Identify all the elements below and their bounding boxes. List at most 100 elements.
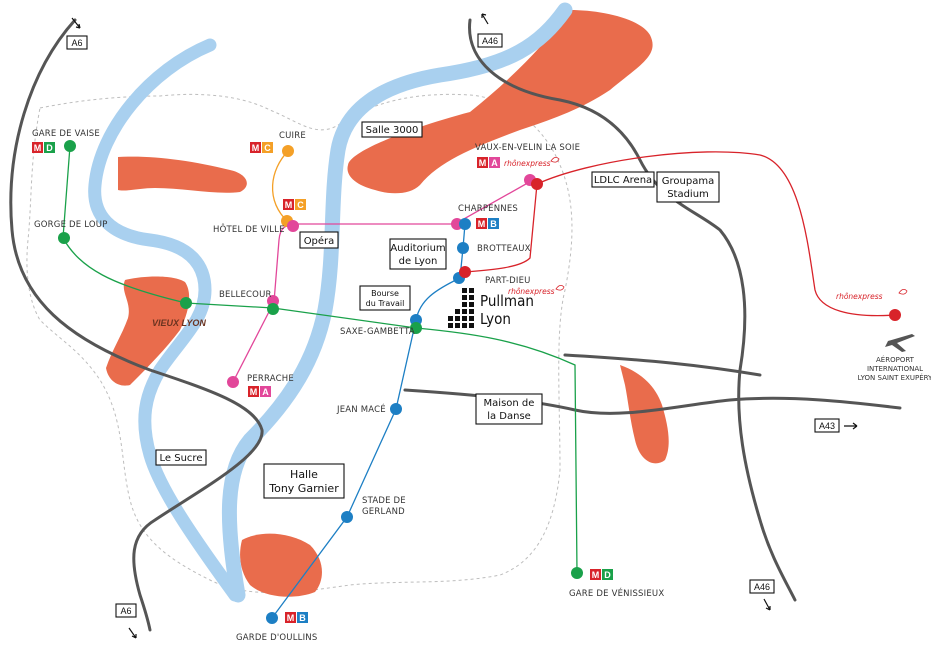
arrow-icon: [481, 13, 489, 25]
arrow-icon: [844, 422, 858, 430]
venue-salle-3000: Salle 3000: [361, 121, 423, 138]
label-gare-de-venissieux: GARE DE VÉNISSIEUX: [569, 587, 664, 599]
badge-md-venissieux: M D: [590, 569, 613, 580]
dot-cuire: [282, 145, 294, 157]
dot-saxe-gambetta-d: [410, 322, 422, 334]
svg-text:C: C: [264, 143, 271, 153]
svg-text:M: M: [285, 200, 293, 210]
metro-badges: M D M C M C M A M A M B M D: [32, 142, 613, 623]
pullman-lyon: Pullman Lyon: [448, 288, 534, 328]
svg-text:A43: A43: [819, 421, 835, 431]
svg-text:M: M: [478, 219, 486, 229]
badge-ma-perrache: M A: [248, 386, 271, 397]
label-jean-mace: JEAN MACÉ: [336, 403, 386, 415]
arrow-icon: [763, 598, 771, 611]
badge-ma-vaux: M A: [477, 157, 500, 168]
dot-charpennes-b: [459, 218, 471, 230]
badge-mb-charpennes: M B: [476, 218, 499, 229]
svg-text:A46: A46: [482, 36, 498, 46]
airport-line-2: INTERNATIONAL: [867, 365, 923, 373]
highway-a6-north: A6: [66, 17, 88, 50]
arrow-icon: [128, 627, 137, 639]
pullman-line-2: Lyon: [480, 310, 511, 328]
svg-text:C: C: [297, 200, 304, 210]
road-a43-spur: [563, 353, 762, 377]
rhonexpress-label-vaux: rhônexpress: [504, 159, 551, 168]
svg-text:A: A: [262, 387, 269, 397]
svg-text:M: M: [250, 387, 258, 397]
svg-text:M: M: [252, 143, 260, 153]
svg-text:Opéra: Opéra: [304, 235, 335, 247]
svg-text:A6: A6: [120, 606, 131, 616]
dot-stade-de-gerland: [341, 511, 353, 523]
dot-airport: [889, 309, 901, 321]
label-stade-de-gerland-2: GERLAND: [362, 507, 405, 517]
area-croix-rousse: [118, 156, 247, 193]
airport-line-3: LYON SAINT EXUPÉRY: [858, 373, 931, 382]
venue-le-sucre: Le Sucre: [155, 449, 207, 466]
highway-markers: A6 A46 A43 A46 A6: [66, 13, 858, 639]
svg-text:LDLC Arena: LDLC Arena: [594, 175, 652, 186]
dot-gare-d-oullins: [266, 612, 278, 624]
badge-mc-cuire: M C: [250, 142, 273, 153]
svg-text:M: M: [592, 570, 600, 580]
dot-vaux-en-velin-rx: [531, 178, 543, 190]
rhonexpress-icon-vaux: [550, 157, 560, 163]
svg-text:Maison de: Maison de: [484, 398, 535, 409]
svg-text:Stadium: Stadium: [667, 189, 709, 200]
station-labels: GARE DE VAISE GORGE DE LOUP CUIRE HÔTEL …: [32, 129, 664, 643]
svg-text:M: M: [34, 143, 42, 153]
area-north-east: [347, 10, 653, 194]
svg-text:A6: A6: [71, 38, 82, 48]
label-part-dieu: PART-DIEU: [485, 276, 531, 286]
venues: Salle 3000 LDLC Arena Groupama Stadium O…: [155, 121, 720, 499]
airport-line-1: AÉROPORT: [876, 355, 915, 364]
svg-text:M: M: [287, 613, 295, 623]
svg-text:B: B: [490, 219, 497, 229]
venue-bourse-du-travail: Bourse du Travail: [359, 285, 411, 311]
svg-text:Halle: Halle: [290, 468, 318, 481]
svg-text:Salle 3000: Salle 3000: [366, 125, 419, 136]
dot-gare-de-venissieux: [571, 567, 583, 579]
dot-bellecour-d: [267, 303, 279, 315]
river-rhone: [221, 2, 573, 603]
label-gorge-de-loup: GORGE DE LOUP: [34, 220, 108, 230]
svg-text:Tony Garnier: Tony Garnier: [268, 482, 339, 495]
dot-perrache: [227, 376, 239, 388]
badge-mb-oullins: M B: [285, 612, 308, 623]
area-east: [620, 365, 669, 464]
urban-areas: [106, 10, 669, 597]
svg-text:du Travail: du Travail: [366, 299, 405, 308]
venue-halle-tony-garnier: Halle Tony Garnier: [263, 463, 345, 499]
badge-md-vaise: M D: [32, 142, 55, 153]
svg-text:de Lyon: de Lyon: [399, 256, 438, 267]
label-vaux-en-velin: VAUX-EN-VELIN LA SOIE: [475, 143, 580, 153]
airport: AÉROPORT INTERNATIONAL LYON SAINT EXUPÉR…: [858, 334, 931, 382]
label-charpennes: CHARPENNES: [458, 204, 518, 214]
line-c: [271, 150, 289, 223]
rhonexpress-labels: rhônexpress rhônexpress rhônexpress: [504, 157, 908, 301]
venue-groupama-stadium: Groupama Stadium: [656, 171, 720, 203]
vieux-lyon-label: VIEUX LYON: [152, 318, 206, 328]
svg-text:B: B: [299, 613, 306, 623]
rhonexpress-icon-part-dieu: [555, 285, 565, 291]
svg-text:la Danse: la Danse: [487, 411, 531, 422]
district-boundary: [26, 93, 573, 594]
rhonexpress-icon-airport: [898, 289, 908, 295]
label-gare-de-vaise: GARE DE VAISE: [32, 129, 100, 139]
label-perrache: PERRACHE: [247, 374, 294, 384]
venue-opera: Opéra: [299, 231, 339, 249]
pullman-line-1: Pullman: [480, 292, 534, 310]
svg-text:Le Sucre: Le Sucre: [160, 453, 203, 464]
svg-text:M: M: [479, 158, 487, 168]
venue-auditorium: Auditorium de Lyon: [389, 238, 447, 270]
label-gare-d-oullins: GARDE D'OULLINS: [236, 633, 317, 643]
dot-part-dieu-rx: [459, 266, 471, 278]
label-hotel-de-ville: HÔTEL DE VILLE: [213, 223, 285, 235]
label-cuire: CUIRE: [279, 131, 306, 141]
venue-maison-de-la-danse: Maison de la Danse: [475, 393, 543, 425]
arrow-icon: [71, 17, 81, 29]
label-brotteaux: BROTTEAUX: [477, 244, 531, 254]
label-stade-de-gerland-1: STADE DE: [362, 496, 406, 506]
